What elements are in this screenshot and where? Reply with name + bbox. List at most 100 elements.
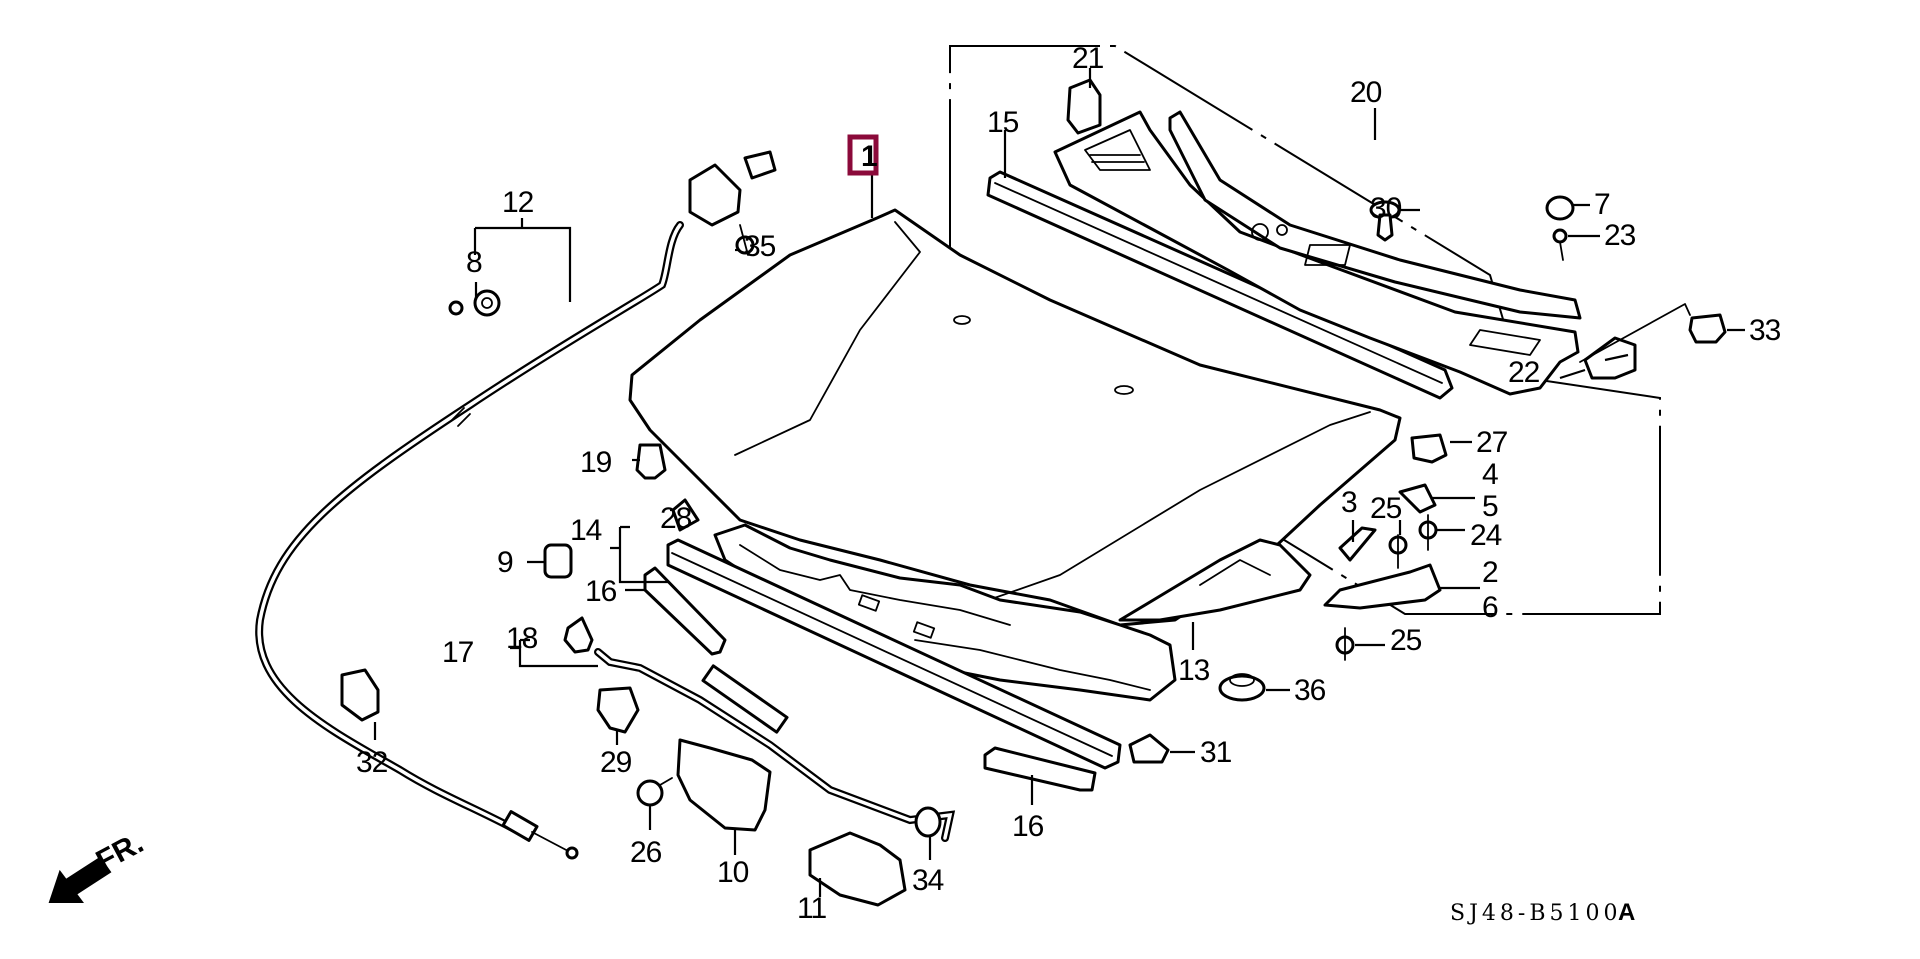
cowl-cover-left-part[interactable] [1066,78,1102,135]
callout-label[interactable]: 6 [1482,591,1499,624]
callout-label[interactable]: 25 [1370,492,1403,525]
hood-seal-part[interactable] [666,538,1122,770]
rod-grommet-part[interactable] [914,806,942,838]
callout-flange-bolt[interactable]: 25 [1390,624,1423,657]
callout-label[interactable]: 10 [717,856,750,889]
callout-label[interactable]: 18 [506,622,539,655]
callout-hood[interactable]: 1 [847,134,879,176]
callout-cap[interactable]: 7 [1594,188,1611,221]
callout-label[interactable]: 3 [1341,486,1358,519]
release-lever-part[interactable] [688,150,777,227]
callout-label[interactable]: 34 [912,864,945,897]
callout-label[interactable]: 15 [987,106,1020,139]
stud-bolt-part[interactable] [1418,514,1438,551]
callout-seal-clip[interactable]: 28 [660,502,693,535]
callout-cowl-seal[interactable]: 15 [987,106,1020,139]
callout-support-rod-assembly[interactable]: 17 [442,636,475,669]
seal-clip-part[interactable] [671,498,700,532]
callout-cowl-cover-right[interactable]: 22 [1508,356,1541,389]
callout-label[interactable]: 21 [1072,42,1105,75]
callout-rod-clip[interactable]: 29 [600,746,633,779]
callout-insulator-clip[interactable]: 31 [1200,736,1233,769]
flange-bolt-lower-part[interactable] [1335,627,1355,661]
hood-hinge-part[interactable] [1323,563,1442,610]
callout-label[interactable]: 32 [356,746,389,779]
callout-label[interactable]: 25 [1390,624,1423,657]
callout-cap-nut[interactable]: 27 [1476,426,1509,459]
rubber-stopper-part[interactable] [543,543,573,579]
callout-label[interactable]: 2 [1482,556,1499,589]
callout-label[interactable]: 27 [1476,426,1509,459]
latch-bolt-part[interactable] [636,777,673,807]
callout-rod-grommet[interactable]: 34 [912,864,945,897]
callout-cowl-cover-left[interactable]: 21 [1072,42,1105,75]
cable-clamp-part[interactable] [340,668,380,722]
callout-label[interactable]: 16 [1012,810,1045,843]
callout-label[interactable]: 26 [630,836,663,869]
callout-hood-seal-end[interactable]: 16 [1012,810,1045,843]
callout-clip[interactable]: 30 [1370,192,1403,225]
callout-label[interactable]: 22 [1508,356,1541,389]
callout-hinge-cover-alt[interactable]: 5 [1482,490,1499,523]
clip-nut-part[interactable] [1579,303,1727,363]
callout-label[interactable]: 31 [1200,736,1233,769]
callout-hood-insulator[interactable]: 13 [1178,654,1211,687]
callout-cable-clamp[interactable]: 32 [356,746,389,779]
hinge-cover-part[interactable] [1398,483,1437,514]
callout-label[interactable]: 13 [1178,654,1211,687]
hood-stopper-part[interactable] [635,443,667,480]
callout-label[interactable]: 1 [861,140,878,173]
callout-label[interactable]: 36 [1294,674,1327,707]
callout-label[interactable]: 16 [585,575,618,608]
hood-seal-end-right[interactable] [983,746,1097,792]
callout-label[interactable]: 29 [600,746,633,779]
callout-label[interactable]: 28 [660,502,693,535]
release-cable[interactable] [255,221,684,860]
callout-rod-holder[interactable]: 18 [506,622,539,655]
callout-label[interactable]: 20 [1350,76,1383,109]
callout-label[interactable]: 33 [1749,314,1782,347]
callout-label[interactable]: 7 [1594,188,1611,221]
callout-hood-seal-end[interactable]: 16 [585,575,618,608]
rod-holder-part[interactable] [563,616,594,654]
screw-23-part[interactable] [1552,228,1568,261]
hood-insulator-part[interactable] [713,523,1312,702]
callout-rubber-stopper[interactable]: 9 [497,546,514,579]
callout-latch-bracket[interactable]: 11 [797,892,827,925]
callout-latch-bolt[interactable]: 26 [630,836,663,869]
callout-label[interactable]: 8 [466,246,483,279]
callout-hood-stopper[interactable]: 19 [580,446,613,479]
cowl-top-part[interactable] [1053,110,1582,396]
callout-hood-seal-assembly[interactable]: 14 [570,514,603,547]
callout-label[interactable]: 24 [1470,519,1503,552]
callout-label[interactable]: 9 [497,546,514,579]
callout-release-cable-assembly[interactable]: 12 [502,186,535,219]
cap-nut-part[interactable] [1410,433,1448,464]
callout-hood-hinge-alt[interactable]: 6 [1482,591,1499,624]
callout-label[interactable]: 12 [502,186,535,219]
callout-label[interactable]: 17 [442,636,475,669]
callout-flange-bolt[interactable]: 25 [1370,492,1403,525]
callout-label[interactable]: 4 [1482,458,1499,491]
callout-label[interactable]: 19 [580,446,613,479]
release-bolt-part[interactable] [735,224,755,256]
callout-hood-latch[interactable]: 10 [717,856,750,889]
callout-label[interactable]: 30 [1370,192,1403,225]
callout-label[interactable]: 5 [1482,490,1499,523]
callout-cowl-top-assembly[interactable]: 20 [1350,76,1383,109]
callout-label[interactable]: 35 [744,230,777,263]
cowl-seal-part[interactable] [986,170,1454,400]
cable-grommet-part[interactable] [448,289,501,317]
hinge-strap-part[interactable] [1338,526,1377,562]
callout-hood-hinge[interactable]: 2 [1482,556,1499,589]
callout-hinge-strap[interactable]: 3 [1341,486,1358,519]
callout-stud-bolt[interactable]: 24 [1470,519,1503,552]
insulator-clip-part[interactable] [1128,733,1170,764]
callout-cable-grommet[interactable]: 8 [466,246,483,279]
callout-release-lever-bolt[interactable]: 35 [744,230,777,263]
callout-clip-nut[interactable]: 33 [1749,314,1782,347]
cap-7-part[interactable] [1545,195,1575,221]
callout-label[interactable]: 23 [1604,219,1637,252]
callout-label[interactable]: 14 [570,514,603,547]
callout-label[interactable]: 11 [797,892,827,925]
